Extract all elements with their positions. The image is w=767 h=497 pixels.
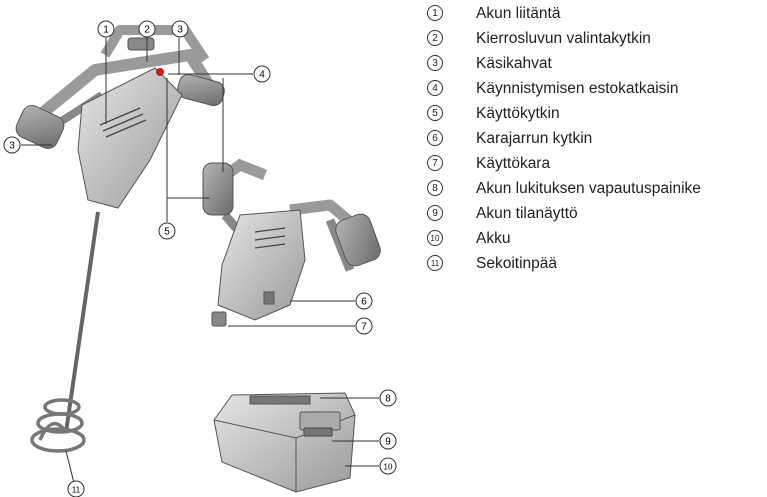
vent-slots [99, 107, 147, 138]
svg-text:9: 9 [385, 437, 391, 448]
legend-number: 2 [427, 30, 443, 46]
legend-label: Käynnistymisen estokatkaisin [476, 80, 679, 97]
callout-11: 11 [67, 480, 85, 497]
legend-number: 4 [427, 80, 443, 96]
legend-number: 10 [427, 230, 443, 246]
svg-text:6: 6 [361, 297, 367, 308]
svg-text:7: 7 [361, 322, 367, 333]
callout-8: 8 [379, 389, 397, 407]
legend-label: Akun lukituksen vapautuspainike [476, 180, 701, 197]
callout-3-top: 3 [171, 20, 189, 38]
callout-4: 4 [253, 65, 271, 83]
callout-10: 10 [379, 457, 397, 475]
mixer-with-paddle [15, 25, 225, 453]
legend-number: 1 [427, 5, 443, 21]
legend-label: Käyttökara [476, 155, 551, 172]
svg-text:1: 1 [103, 25, 109, 36]
callout-5: 5 [158, 222, 176, 240]
svg-text:5: 5 [164, 227, 170, 238]
legend-label: Käsikahvat [476, 55, 552, 72]
legend-number: 9 [427, 205, 443, 221]
legend-number: 5 [427, 105, 443, 121]
legend-label: Akun liitäntä [476, 5, 561, 22]
callout-2: 2 [138, 20, 156, 38]
callout-3-left: 3 [3, 136, 21, 154]
legend-label: Käyttökytkin [476, 105, 560, 122]
battery-pack [213, 392, 356, 493]
mixer-rotated-view [201, 158, 381, 327]
svg-text:10: 10 [384, 463, 393, 472]
svg-text:2: 2 [144, 25, 150, 36]
legend-label: Sekoitinpää [476, 255, 558, 272]
legend-number: 6 [427, 130, 443, 146]
legend-label: Akun tilanäyttö [476, 205, 578, 222]
mixer-drill-diagram: 1 2 3 3 4 5 6 7 8 9 10 11 [3, 20, 397, 497]
callout-7: 7 [355, 317, 373, 335]
svg-text:3: 3 [9, 141, 15, 152]
leader-lines [21, 38, 379, 484]
callout-6: 6 [355, 292, 373, 310]
legend-number: 8 [427, 180, 443, 196]
svg-text:4: 4 [259, 70, 265, 81]
mixing-paddle [30, 398, 86, 453]
svg-text:11: 11 [72, 486, 81, 495]
callout-1: 1 [97, 20, 115, 38]
legend-number: 3 [427, 55, 443, 71]
legend-label: Akku [476, 230, 511, 247]
svg-text:3: 3 [177, 25, 183, 36]
svg-text:8: 8 [385, 394, 391, 405]
legend-number: 7 [427, 155, 443, 171]
legend-number: 11 [427, 255, 443, 271]
legend-label: Karajarrun kytkin [476, 130, 593, 147]
callout-9: 9 [379, 432, 397, 450]
legend-label: Kierrosluvun valintakytkin [476, 30, 651, 47]
